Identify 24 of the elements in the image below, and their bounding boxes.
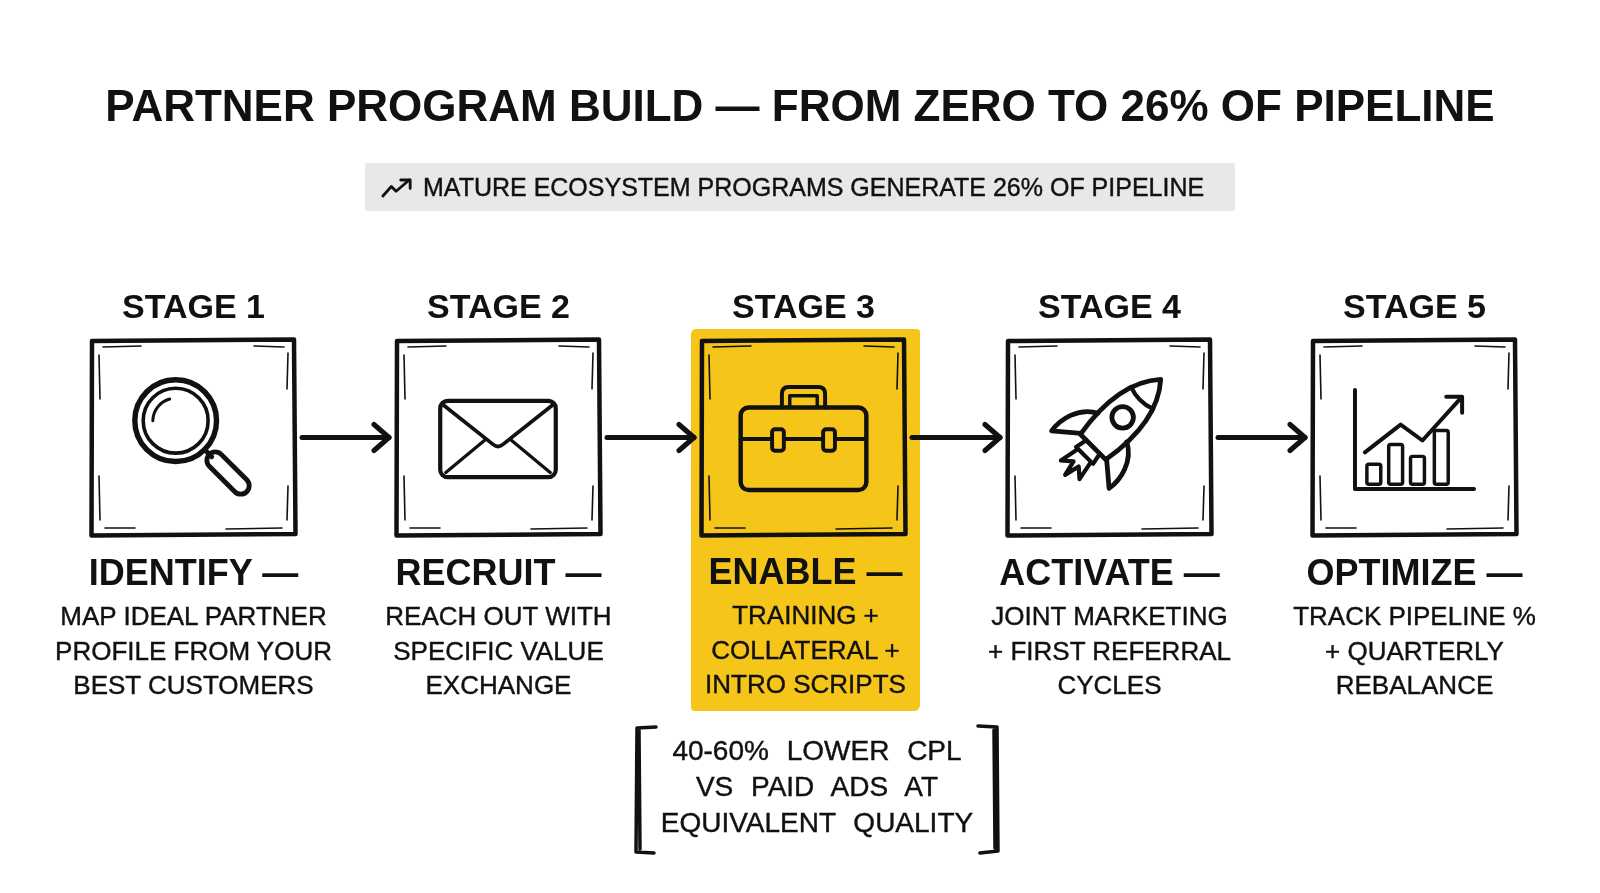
stage-name: OPTIMIZE —	[1306, 552, 1523, 594]
stage-description: MAP IDEAL PARTNER PROFILE FROM YOUR BEST CUSTOMERS	[54, 600, 333, 703]
stage-description: TRACK PIPELINE % + QUARTERLY REBALANCE	[1292, 600, 1537, 703]
stage-description: TRAINING + COLLATERAL + INTRO SCRIPTS	[704, 599, 907, 702]
stage-name: RECRUIT —	[395, 552, 602, 594]
arrow	[299, 422, 392, 453]
arrow	[909, 422, 1003, 453]
stage-name: ENABLE —	[708, 551, 903, 593]
note-text: 40-60% LOWER CPL VS PAID ADS AT EQUIVALENT QUALITY	[659, 734, 975, 840]
stage-description: JOINT MARKETING + FIRST REFERRAL CYCLES	[987, 600, 1232, 703]
page-title: PARTNER PROGRAM BUILD — FROM ZERO TO 26% OF PIPELINE	[105, 80, 1495, 132]
stage-name: ACTIVATE —	[999, 552, 1220, 594]
arrow	[1215, 422, 1308, 453]
subtitle-text: MATURE ECOSYSTEM PROGRAMS GENERATE 26% OF PIPELINE	[423, 172, 1205, 202]
stage-name: IDENTIFY —	[88, 552, 299, 594]
stage-description: REACH OUT WITH SPECIFIC VALUE EXCHANGE	[384, 600, 613, 703]
stage-label: STAGE 1	[122, 286, 265, 326]
stage-label: STAGE 5	[1343, 286, 1486, 326]
subtitle-banner	[365, 163, 1235, 211]
stage-label: STAGE 3	[732, 286, 875, 326]
stage-label: STAGE 4	[1038, 286, 1181, 326]
bracket-note	[632, 722, 1002, 857]
stage-label: STAGE 2	[427, 286, 570, 326]
arrow	[604, 422, 697, 453]
